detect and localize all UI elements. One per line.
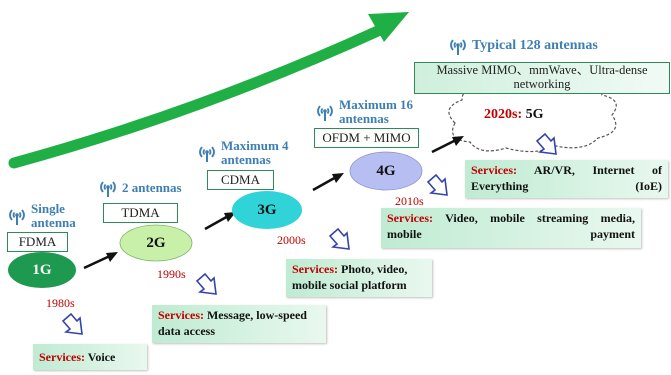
era-4g: 2010s: [395, 194, 424, 208]
tech-label-3g: CDMA: [207, 170, 274, 190]
services-text: Message, low-speed data access: [158, 308, 307, 338]
services-box-1g: Services: Voice: [33, 344, 147, 370]
gen-label-4g: 4G: [376, 162, 396, 179]
gen-label-5g: 2020s: 5G: [484, 107, 544, 123]
services-text: Video, mobile streaming media, mobile pa…: [387, 211, 635, 241]
era-3g: 2000s: [277, 233, 306, 247]
gen-label-1g: 1G: [32, 261, 52, 278]
tech-label-1g: FDMA: [7, 232, 68, 252]
services-label: Services:: [292, 262, 338, 276]
antenna-info-1g: Single antenna: [6, 202, 77, 229]
services-box-2g: Services: Message, low-speed data access: [152, 305, 326, 343]
antenna-info-4g: Maximum 16 antennas: [314, 98, 429, 125]
antenna-info-5g: Typical 128 antennas: [447, 36, 598, 56]
services-text: Voice: [87, 350, 116, 364]
tech-label-2g: TDMA: [103, 203, 178, 223]
gen-label-2g: 2G: [146, 234, 166, 251]
ellipse-2g: [119, 224, 193, 262]
antenna-label: Maximum 16 antennas: [339, 97, 414, 126]
antenna-info-2g: 2 antennas: [97, 178, 182, 198]
antenna-icon: [100, 181, 116, 197]
antenna-icon: [9, 209, 25, 225]
antenna-icon: [199, 146, 215, 162]
services-label: Services:: [39, 350, 85, 364]
antenna-icon: [317, 105, 333, 121]
gen-5g: 5G: [525, 107, 544, 122]
era-5g: 2020s:: [484, 107, 523, 122]
services-text: AR/VR, Internet of Everything (IoE): [471, 163, 662, 193]
antenna-icon: [450, 39, 466, 55]
services-box-4g: Services: Video, mobile streaming media,…: [381, 208, 641, 248]
ellipse-4g: [349, 151, 423, 191]
services-box-5g: Services: AR/VR, Internet of Everything …: [465, 160, 668, 198]
tech-label-4g: OFDM + MIMO: [314, 128, 419, 148]
services-box-3g: Services: Photo, video, mobile social pl…: [286, 259, 432, 297]
antenna-label: Maximum 4 antennas: [221, 138, 289, 167]
progression-arrows: [83, 136, 464, 270]
antenna-info-3g: Maximum 4 antennas: [196, 139, 297, 166]
gen-label-3g: 3G: [257, 201, 277, 218]
antenna-label: 2 antennas: [122, 180, 182, 196]
services-text: Photo, video, mobile social platform: [292, 262, 408, 292]
era-1g: 1980s: [46, 296, 75, 310]
services-label: Services:: [387, 211, 433, 225]
antenna-label: Typical 128 antennas: [472, 37, 598, 53]
ellipse-1g: [8, 252, 76, 288]
trend-arrow: [8, 12, 409, 169]
ellipse-3g: [232, 191, 302, 229]
era-2g: 1990s: [157, 267, 186, 281]
antenna-label: Single antenna: [31, 201, 76, 230]
services-label: Services:: [158, 308, 204, 322]
hollow-arrows: [61, 132, 557, 335]
tech-label-5g: Massive MIMO、mmWave、Ultra-dense networki…: [414, 62, 670, 94]
services-label: Services:: [471, 163, 517, 177]
